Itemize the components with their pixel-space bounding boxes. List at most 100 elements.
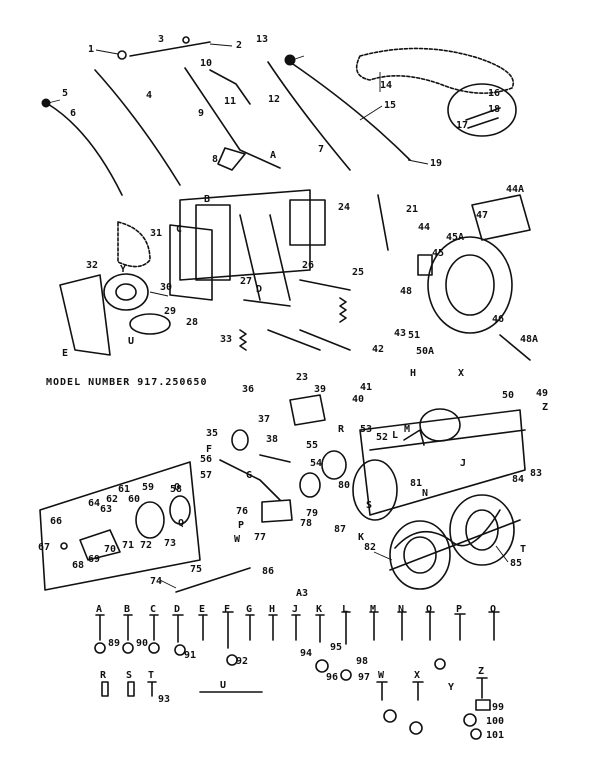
callout-1: 1 xyxy=(88,44,94,55)
callout-21: 21 xyxy=(406,204,418,215)
pulley-assembly xyxy=(59,221,171,356)
footer-code: A3 xyxy=(296,588,308,599)
callout-63: 63 xyxy=(100,504,112,515)
callout-49: 49 xyxy=(536,388,548,399)
hw-letter-Y: Y xyxy=(448,682,454,693)
callout-69: 69 xyxy=(88,554,100,565)
callout-91: 91 xyxy=(184,650,196,661)
callout-58: 58 xyxy=(170,484,182,495)
auger-housing xyxy=(352,408,526,521)
callout-94: 94 xyxy=(300,648,312,659)
callout-84: 84 xyxy=(512,474,524,485)
callout-15: 15 xyxy=(384,100,396,111)
code-F: F xyxy=(206,444,212,455)
callout-46: 46 xyxy=(492,314,504,325)
frame-assembly xyxy=(169,189,326,301)
callout-41: 41 xyxy=(360,382,372,393)
callout-68: 68 xyxy=(72,560,84,571)
hw-letter-K: K xyxy=(316,604,322,615)
code-Z: Z xyxy=(542,402,548,413)
callout-62: 62 xyxy=(106,494,118,505)
callout-96: 96 xyxy=(326,672,338,683)
callout-89: 89 xyxy=(108,638,120,649)
code-W: W xyxy=(234,534,241,545)
callout-28: 28 xyxy=(186,317,198,328)
callout-80: 80 xyxy=(338,480,350,491)
callout-10: 10 xyxy=(200,58,212,69)
lower-linkage xyxy=(175,394,347,593)
callout-53: 53 xyxy=(360,424,372,435)
callout-38: 38 xyxy=(266,434,278,445)
callout-48A: 48A xyxy=(520,334,538,345)
callout-44: 44 xyxy=(418,222,430,233)
code-L: L xyxy=(392,430,398,441)
callout-59: 59 xyxy=(142,482,154,493)
callout-99: 99 xyxy=(492,702,504,713)
springs xyxy=(239,279,351,351)
code-B: B xyxy=(204,194,210,205)
callout-37: 37 xyxy=(258,414,270,425)
upper-control-rods xyxy=(41,36,411,196)
callout-95: 95 xyxy=(330,642,342,653)
hw-letter-H: H xyxy=(269,604,275,615)
callout-92: 92 xyxy=(236,656,248,667)
drive-chain xyxy=(355,47,517,137)
callout-57: 57 xyxy=(200,470,212,481)
callout-8: 8 xyxy=(212,154,218,165)
callout-9: 9 xyxy=(198,108,204,119)
callout-79: 79 xyxy=(306,508,318,519)
callout-70: 70 xyxy=(104,544,116,555)
callout-33: 33 xyxy=(220,334,232,345)
hw-letter-O: O xyxy=(426,604,432,615)
hw-letter-M: M xyxy=(370,604,376,615)
callout-97: 97 xyxy=(358,672,370,683)
callout-47: 47 xyxy=(476,210,488,221)
hw-letter-N: N xyxy=(398,604,404,615)
callout-98: 98 xyxy=(356,656,368,667)
code-Q: Q xyxy=(178,518,184,529)
augers xyxy=(389,494,521,590)
callout-81: 81 xyxy=(410,478,422,489)
callout-2: 2 xyxy=(236,40,242,51)
callout-64: 64 xyxy=(88,498,100,509)
hw-letter-J: J xyxy=(292,604,298,615)
callout-labels: 1 2 3 4 5 6 7 8 9 10 11 12 13 14 15 16 1… xyxy=(38,34,548,741)
callout-51: 51 xyxy=(408,330,420,341)
hw-letter-A: A xyxy=(96,604,102,615)
callout-32: 32 xyxy=(86,260,98,271)
hw-letter-B: B xyxy=(124,604,130,615)
callout-93: 93 xyxy=(158,694,170,705)
callout-45: 45 xyxy=(432,248,444,259)
callout-17: 17 xyxy=(456,120,468,131)
code-Y: Y xyxy=(120,264,126,275)
code-K: K xyxy=(358,532,364,543)
callout-75: 75 xyxy=(190,564,202,575)
callout-48: 48 xyxy=(400,286,412,297)
leader-lines xyxy=(47,43,509,589)
callout-25: 25 xyxy=(352,267,364,278)
callout-87: 87 xyxy=(334,524,346,535)
hw-letter-R: R xyxy=(100,670,107,681)
callout-44A: 44A xyxy=(506,184,524,195)
callout-71: 71 xyxy=(122,540,134,551)
callout-27: 27 xyxy=(240,276,252,287)
callout-40: 40 xyxy=(352,394,364,405)
callout-73: 73 xyxy=(164,538,176,549)
callout-76: 76 xyxy=(236,506,248,517)
callout-12: 12 xyxy=(268,94,280,105)
callout-50: 50 xyxy=(502,390,514,401)
hw-letter-Z: Z xyxy=(478,666,484,677)
hw-letter-E: E xyxy=(199,604,205,615)
hw-letter-P: P xyxy=(456,604,462,615)
callout-23: 23 xyxy=(296,372,308,383)
code-X: X xyxy=(458,368,464,379)
callout-100: 100 xyxy=(486,716,504,727)
callout-26: 26 xyxy=(302,260,314,271)
callout-31: 31 xyxy=(150,228,162,239)
callout-50A: 50A xyxy=(416,346,434,357)
code-A: A xyxy=(270,150,276,161)
callout-43: 43 xyxy=(394,328,406,339)
hw-letter-W: W xyxy=(378,670,385,681)
hardware-row-1 xyxy=(94,611,500,681)
